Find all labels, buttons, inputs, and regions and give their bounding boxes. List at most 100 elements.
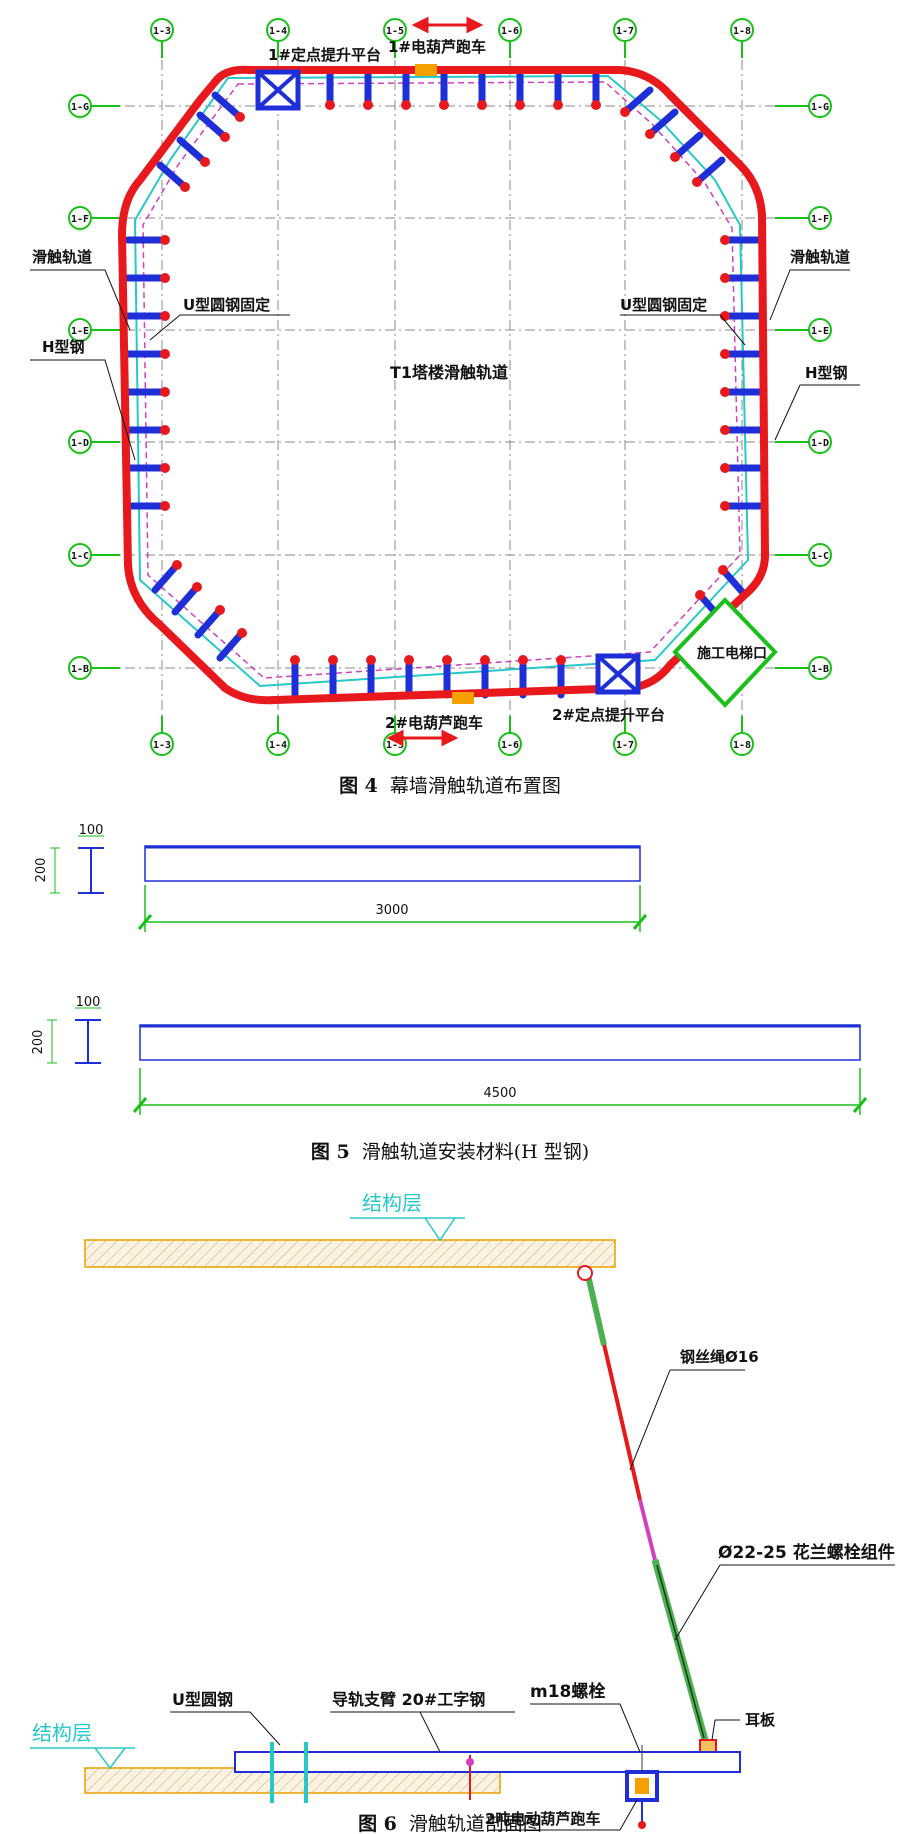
i-beam-section-1-icon (78, 847, 104, 894)
h-steel-beam (515, 68, 525, 110)
h-steel-beam (124, 311, 170, 321)
h-steel-beam (401, 68, 411, 110)
svg-text:1-7: 1-7 (616, 740, 634, 751)
label-hoist: 2吨电动葫芦跑车 (485, 1810, 600, 1828)
h-steel-beam (124, 425, 170, 435)
svg-text:1-G: 1-G (71, 102, 89, 113)
axis-bubble-right: 1-C (808, 543, 832, 567)
svg-text:1-3: 1-3 (153, 26, 171, 37)
h-steel-beam (124, 349, 170, 359)
beam2-elevation (139, 1024, 861, 1061)
axis-bubble-right: 1-G (808, 94, 832, 118)
structure-slab-top (84, 1239, 616, 1268)
h-steel-beam (442, 655, 452, 699)
axis-bubble-right: 1-F (808, 206, 832, 230)
hoist-car-2 (452, 692, 474, 704)
label-hoist-1: 1#电葫芦跑车 (388, 38, 486, 56)
axis-bubble-left: 1-B (68, 656, 92, 680)
h-steel-beam (477, 68, 487, 110)
label-turnbuckle: Ø22-25 花兰螺栓组件 (718, 1542, 895, 1563)
label-ubolt-right: U型圆钢固定 (620, 296, 707, 314)
label-u-bar: U型圆钢 (172, 1690, 233, 1709)
label-bolt: m18螺栓 (530, 1681, 605, 1702)
svg-text:1-C: 1-C (811, 551, 829, 562)
h-steel-beams (124, 68, 766, 699)
h-steel-beam (718, 565, 749, 599)
h-steel-beam (692, 156, 726, 187)
h-steel-beam (176, 136, 210, 167)
svg-text:1-6: 1-6 (501, 740, 519, 751)
label-platform-1: 1#定点提升平台 (268, 46, 381, 64)
svg-text:1-D: 1-D (71, 438, 89, 449)
platform-2-icon (595, 653, 641, 695)
label-structure-top: 结构层 (362, 1191, 422, 1215)
axis-bubble-right: 1-B (808, 656, 832, 680)
axis-bubble-left: 1-D (68, 430, 92, 454)
axis-bubble-top: 1-6 (498, 18, 522, 42)
axis-bubble-bottom: 1-7 (613, 732, 637, 756)
h-steel-beam (670, 131, 704, 162)
label-hoist-2: 2#电葫芦跑车 (385, 714, 483, 732)
h-steel-beam (124, 501, 170, 511)
svg-text:1-8: 1-8 (733, 26, 751, 37)
label-wire-rope: 钢丝绳Ø16 (680, 1348, 759, 1366)
svg-text:1-D: 1-D (811, 438, 829, 449)
label-structure-bottom: 结构层 (32, 1721, 92, 1745)
hoist-car-1 (415, 64, 437, 76)
svg-text:1-E: 1-E (811, 326, 829, 337)
beam2-width-label: 100 (76, 995, 101, 1010)
axis-bubble-right: 1-E (808, 318, 832, 342)
axis-bubble-top: 1-4 (266, 18, 290, 42)
label-ubolt-left: U型圆钢固定 (183, 296, 270, 314)
platform-1-icon (255, 69, 301, 111)
h-steel-beam (363, 68, 373, 110)
svg-text:1-G: 1-G (811, 102, 829, 113)
h-steel-beam (720, 235, 766, 245)
h-steel-beam (720, 425, 766, 435)
h-steel-beam (720, 501, 766, 511)
beam1-elevation (144, 845, 641, 882)
beam2-length-dim (132, 1068, 868, 1115)
center-label: T1塔楼滑触轨道 (390, 363, 508, 382)
svg-text:1-7: 1-7 (616, 26, 634, 37)
svg-text:1-C: 1-C (71, 551, 89, 562)
fig6-leader-lines (170, 1369, 895, 1831)
h-steel-beam (328, 655, 338, 699)
sliding-rail (118, 65, 769, 705)
axis-bubble-bottom: 1-4 (266, 732, 290, 756)
axis-bubble-right: 1-D (808, 430, 832, 454)
structure-top-marker-icon (350, 1217, 465, 1242)
h-steel-beam (553, 68, 563, 110)
axis-bubble-top: 1-5 (383, 18, 407, 42)
h-steel-beam (124, 235, 170, 245)
h-steel-beam (404, 655, 414, 699)
axis-bubble-left: 1-C (68, 543, 92, 567)
u-bar-icons (270, 1742, 308, 1803)
axis-bubble-top: 1-7 (613, 18, 637, 42)
structure-bottom-marker-icon (30, 1747, 135, 1770)
h-steel-beam (124, 463, 170, 473)
beam2-length-label: 4500 (483, 1086, 516, 1101)
h-steel-beam (124, 273, 170, 283)
beam2-dims (47, 1007, 101, 1064)
h-steel-beam (211, 91, 245, 122)
svg-text:1-F: 1-F (71, 214, 89, 225)
h-steel-beam (366, 655, 376, 699)
svg-text:1-4: 1-4 (269, 740, 287, 751)
h-steel-beam (720, 349, 766, 359)
svg-text:1-6: 1-6 (501, 26, 519, 37)
svg-text:1-B: 1-B (811, 664, 829, 675)
elevator-icon (672, 597, 778, 708)
h-steel-beam (325, 68, 335, 110)
h-steel-beam (171, 582, 202, 616)
axis-bubble-left: 1-E (68, 318, 92, 342)
svg-text:1-3: 1-3 (153, 740, 171, 751)
h-steel-beam (720, 463, 766, 473)
label-rail-left: 滑触轨道 (32, 248, 92, 266)
beam1-length-label: 3000 (375, 903, 408, 918)
